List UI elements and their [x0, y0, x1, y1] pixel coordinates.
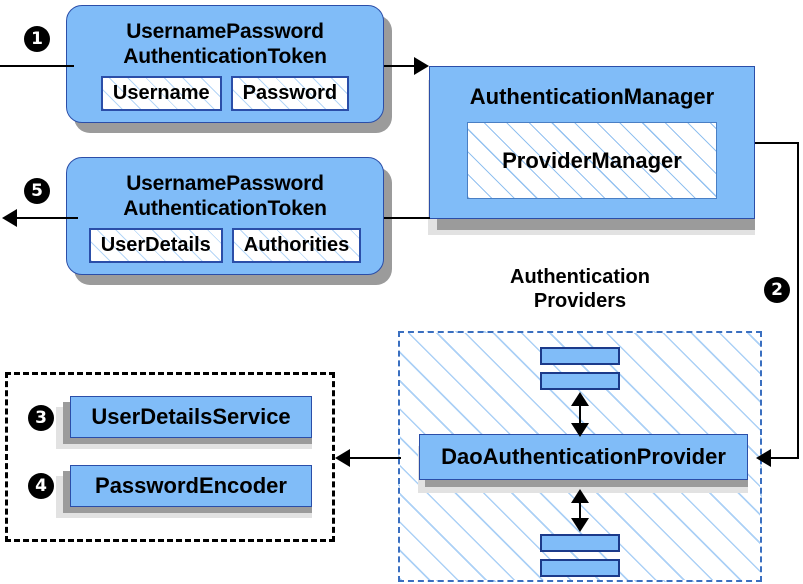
- badge-step-1: 1: [24, 26, 50, 52]
- provider-manager-label: ProviderManager: [502, 147, 682, 173]
- providers-title-line1: Authentication: [510, 266, 650, 288]
- connector-response-out: [16, 217, 78, 219]
- slot-username: Username: [100, 76, 222, 111]
- arrowhead-provider-to-services: [335, 449, 350, 467]
- passwordencoder-label: PasswordEncoder: [95, 473, 287, 498]
- arrowhead-provider-top-up: [571, 392, 589, 406]
- badge-step-5: 5: [24, 178, 50, 204]
- response-token-title: UsernamePassword AuthenticationToken: [123, 169, 327, 221]
- provider-manager-panel[interactable]: ProviderManager: [467, 122, 717, 199]
- request-token-title-line2: AuthenticationToken: [123, 45, 327, 68]
- connector-provider-bottom: [579, 492, 581, 530]
- provider-stub-bottom-1[interactable]: [540, 534, 620, 552]
- provider-stub-top-1[interactable]: [540, 347, 620, 365]
- userdetailsservice-box[interactable]: UserDetailsService: [70, 396, 312, 438]
- response-token-card[interactable]: UsernamePassword AuthenticationToken Use…: [66, 157, 384, 275]
- provider-stub-top-2[interactable]: [540, 372, 620, 390]
- response-token-title-line2: AuthenticationToken: [123, 197, 327, 220]
- arrowhead-into-provider: [756, 449, 771, 467]
- request-token-slots: Username Password: [100, 76, 350, 111]
- connector-provider-top: [579, 395, 581, 435]
- provider-stub-bottom-2[interactable]: [540, 559, 620, 577]
- auth-manager-box[interactable]: AuthenticationManager ProviderManager: [429, 66, 755, 219]
- providers-section-title: Authentication Providers: [460, 265, 700, 313]
- badge-step-4: 4: [28, 473, 54, 499]
- connector-manager-to-response-token: [384, 217, 430, 219]
- arrowhead-token-to-manager: [414, 57, 429, 75]
- connector-manager-right-segment: [755, 142, 799, 144]
- request-token-title-line1: UsernamePassword: [126, 20, 324, 43]
- connector-into-provider: [770, 457, 799, 459]
- providers-title-line2: Providers: [533, 290, 627, 312]
- userdetailsservice-label: UserDetailsService: [91, 404, 291, 429]
- slot-userdetails: UserDetails: [88, 228, 223, 263]
- request-token-title: UsernamePassword AuthenticationToken: [123, 17, 327, 69]
- arrowhead-provider-bottom-down: [571, 518, 589, 532]
- dao-provider-label: DaoAuthenticationProvider: [441, 444, 726, 469]
- connector-manager-down-segment: [797, 142, 799, 459]
- arrowhead-response-out: [2, 209, 17, 227]
- passwordencoder-box[interactable]: PasswordEncoder: [70, 465, 312, 507]
- arrowhead-provider-bottom-up: [571, 489, 589, 503]
- request-token-card[interactable]: UsernamePassword AuthenticationToken Use…: [66, 5, 384, 123]
- dao-provider-box[interactable]: DaoAuthenticationProvider: [419, 434, 748, 480]
- badge-step-3: 3: [28, 405, 54, 431]
- connector-request-in: [0, 65, 74, 67]
- connector-token-to-manager: [384, 65, 419, 67]
- slot-password: Password: [230, 76, 350, 111]
- slot-authorities: Authorities: [231, 228, 362, 263]
- response-token-slots: UserDetails Authorities: [88, 228, 362, 263]
- auth-manager-title: AuthenticationManager: [469, 84, 715, 109]
- connector-provider-to-services: [349, 457, 401, 459]
- arrowhead-provider-top-down: [571, 423, 589, 437]
- response-token-title-line1: UsernamePassword: [126, 172, 324, 195]
- badge-step-2: 2: [764, 277, 790, 303]
